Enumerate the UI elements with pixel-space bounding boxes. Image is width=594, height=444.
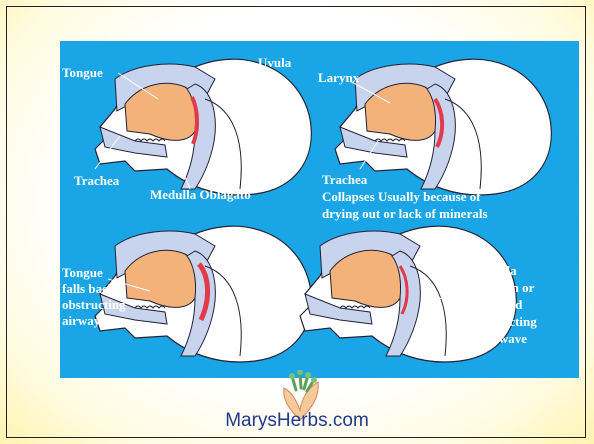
label-tongue-falls-2: falls back — [62, 281, 115, 296]
label-uvula-2: Uvula — [460, 263, 540, 278]
label-collapses-2: drying out or lack of minerals — [322, 206, 488, 221]
label-trachea-2: Trachea — [322, 172, 367, 187]
label-medulla: Medulla Oblagato — [150, 187, 251, 202]
label-swollen-3: obstructing — [460, 314, 550, 329]
label-tongue-falls-4: airway — [62, 313, 100, 328]
label-swollen-1: Swollen or — [465, 280, 545, 295]
label-tongue-falls-1: Tongue — [62, 265, 103, 280]
label-trachea: Trachea — [74, 173, 119, 188]
label-tongue: Tongue — [62, 65, 103, 80]
airway-diagram-panel: Tongue Uvula Trachea Medulla Oblagato La… — [60, 41, 579, 378]
label-uvula: Uvula — [258, 55, 291, 70]
label-tongue-falls-3: obstructing — [62, 297, 126, 312]
site-name: MarysHerbs.com — [0, 410, 594, 432]
label-collapses-1: Collapses Usually because of — [322, 189, 481, 204]
label-larynx: Larynx — [318, 70, 359, 85]
illustration-collapsed-trachea — [335, 59, 551, 195]
label-swollen-2: Laxed — [465, 297, 545, 312]
label-swollen-4: airwave — [465, 331, 545, 346]
illustration-tongue-obstruction — [95, 226, 311, 362]
